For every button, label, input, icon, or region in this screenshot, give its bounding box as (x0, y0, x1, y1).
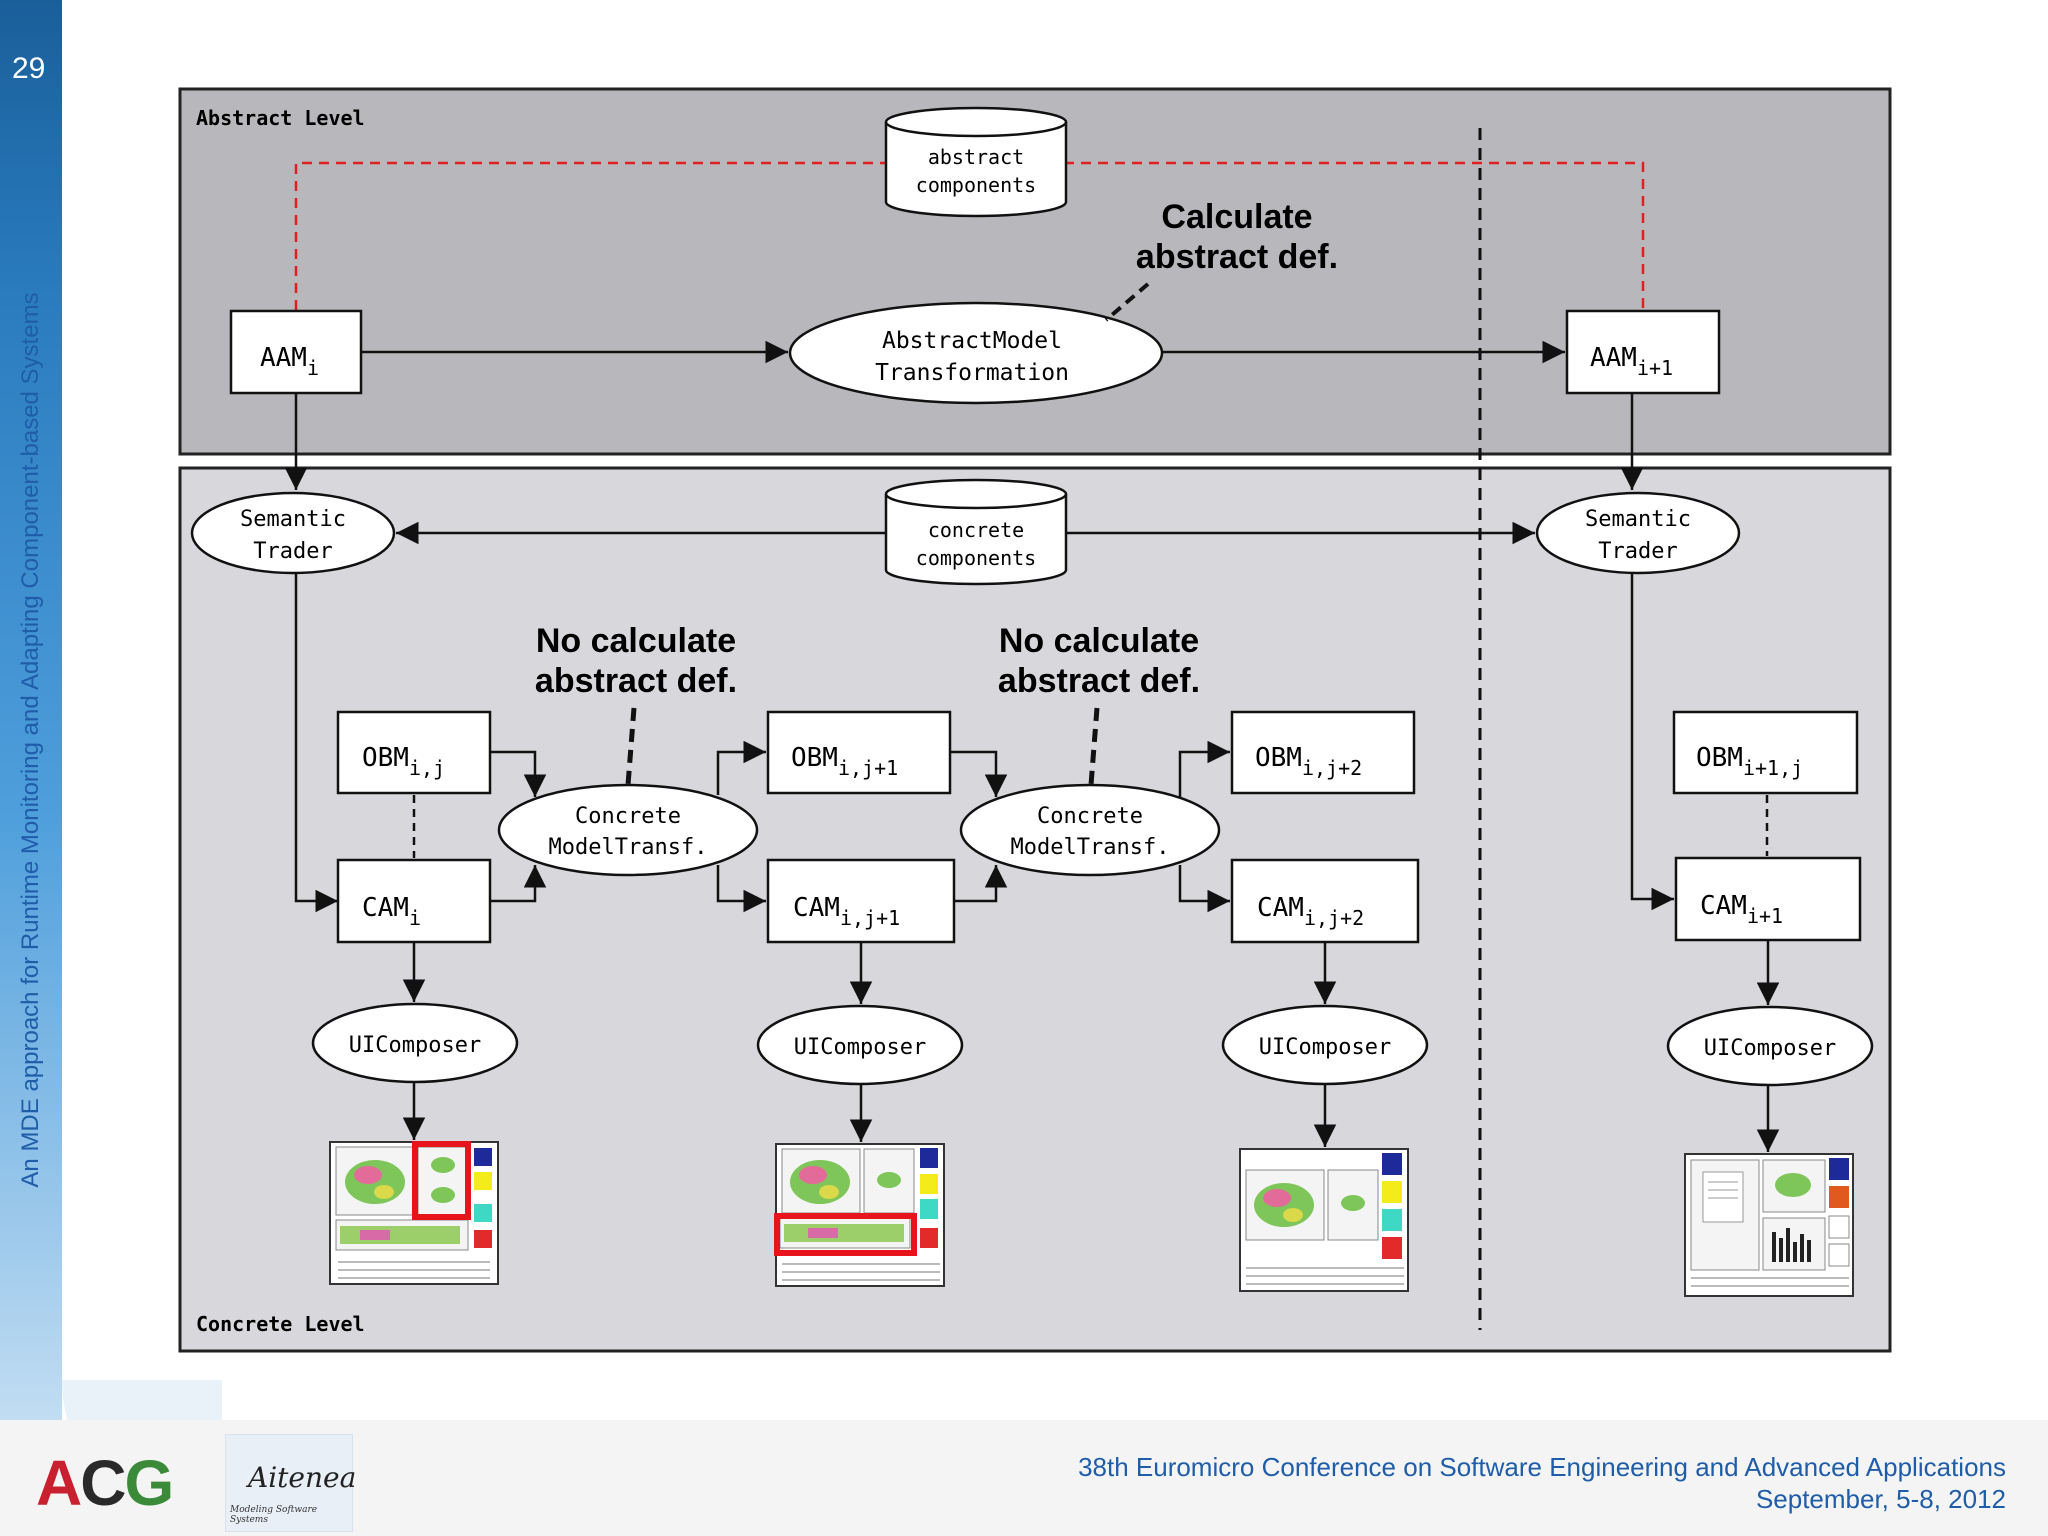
ui-thumbnail-2 (774, 1143, 945, 1287)
uic-4-label: UIComposer (1704, 1036, 1836, 1061)
arrow-st-cam-left (294, 573, 338, 913)
aam-i1-box (1565, 309, 1721, 395)
cmt-1-l2: ModelTransf. (549, 835, 708, 860)
aitenea-logo: Aitenea Modeling Software Systems (225, 1434, 357, 1532)
sidebar-band (0, 0, 62, 1490)
cam-4-label: CAMi+1 (1700, 891, 1783, 928)
concrete-model-transf-2 (959, 783, 1221, 877)
red-dash-right (1064, 161, 1645, 310)
obm-2-box (766, 710, 952, 795)
abstract-components-db: abstract components (884, 106, 1068, 218)
concrete-components-db: concrete components (884, 478, 1068, 586)
uic-2-label: UIComposer (794, 1035, 926, 1060)
arrow-cam1-cmt1 (490, 865, 547, 903)
arrow-obm1-cmt1 (490, 750, 547, 797)
st-right-l1: Semantic (1585, 507, 1691, 532)
ui-thumbnail-3 (1239, 1148, 1409, 1292)
aitenea-tagline: Modeling Software Systems (230, 1505, 318, 1525)
semantic-trader-left (190, 491, 396, 575)
arrow-cmt1-obm2 (716, 740, 766, 795)
ui-composer-4 (1666, 1005, 1874, 1087)
footer-conference: 38th Euromicro Conference on Software En… (1078, 1452, 2006, 1482)
arrow-cmt2-obm3 (1178, 740, 1230, 797)
cmt-1-l1: Concrete (575, 804, 681, 829)
arrow-obm2-cmt2 (950, 750, 1008, 797)
uic-3-label: UIComposer (1259, 1035, 1391, 1060)
arrow-cmt1-cam2 (716, 865, 766, 913)
abstract-level-label: Abstract Level (196, 106, 365, 130)
architecture-diagram: Abstract Level Concrete Level abstract c… (178, 87, 1892, 1353)
cam-4-box (1674, 856, 1862, 942)
calc-note-pointer (1104, 282, 1150, 322)
highlight-box-1 (412, 1141, 471, 1220)
st-left-l1: Semantic (240, 507, 346, 532)
obm-4-box (1672, 710, 1859, 795)
no-calc-note-1-l1: No calculate (536, 622, 736, 660)
st-right-l2: Trader (1598, 539, 1677, 564)
concrete-components-l2: components (916, 546, 1036, 570)
obm-3-box (1230, 710, 1416, 795)
obm-1-label: OBMi,j (362, 743, 445, 780)
obm-1-box (336, 710, 492, 795)
cam-1-label: CAMi (362, 893, 421, 930)
acg-logo: ACG (36, 1447, 174, 1519)
abstract-components-l2: components (916, 173, 1036, 197)
calc-note-l1: Calculate (1161, 198, 1312, 236)
arrow-cmt2-cam3 (1178, 865, 1230, 913)
abstract-components-l1: abstract (928, 145, 1024, 169)
concrete-components-l1: concrete (928, 518, 1024, 542)
obm-3-label: OBMi,j+2 (1255, 743, 1362, 780)
amt-l1: AbstractModel (882, 328, 1062, 354)
cmt-2-l2: ModelTransf. (1011, 835, 1170, 860)
footer-date: September, 5-8, 2012 (1755, 1484, 2006, 1514)
arrow-cam2-cmt2 (954, 865, 1008, 903)
amt-l2: Transformation (875, 360, 1069, 386)
ui-thumbnail-1 (329, 1141, 499, 1285)
concrete-level-label: Concrete Level (196, 1312, 365, 1336)
concrete-model-transf-1 (497, 783, 759, 877)
cam-3-box (1230, 858, 1420, 944)
ui-thumbnail-4 (1684, 1153, 1854, 1297)
aam-i-label: AAMi (260, 343, 319, 380)
no-calc-note-2-l2: abstract def. (998, 662, 1200, 700)
st-left-l2: Trader (253, 539, 332, 564)
slide-number: 29 (12, 52, 46, 85)
semantic-trader-right (1535, 491, 1741, 575)
arrow-st-cam-right (1630, 573, 1674, 911)
obm-2-label: OBMi,j+1 (791, 743, 898, 780)
no-calc-note-2-l1: No calculate (999, 622, 1199, 660)
calc-note-l2: abstract def. (1136, 238, 1338, 276)
cam-1-box (336, 858, 492, 944)
no-calc-note-1-l2: abstract def. (535, 662, 737, 700)
cmt-2-l1: Concrete (1037, 804, 1143, 829)
obm-4-label: OBMi+1,j (1696, 743, 1803, 780)
cam-3-label: CAMi,j+2 (1257, 893, 1364, 930)
cam-2-label: CAMi,j+1 (793, 893, 900, 930)
uic-1-label: UIComposer (349, 1033, 481, 1058)
aitenea-name: Aitenea (248, 1461, 357, 1494)
aam-i1-label: AAMi+1 (1590, 343, 1673, 380)
no-calc-pointer-1 (625, 707, 637, 786)
no-calc-pointer-2 (1088, 707, 1100, 786)
highlight-box-2 (774, 1213, 917, 1256)
